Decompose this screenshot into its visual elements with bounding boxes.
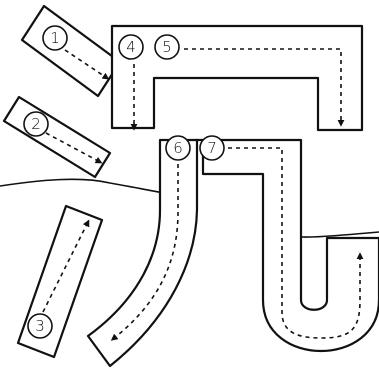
stroke-2-direction-arrow — [45, 132, 103, 164]
stroke-3-direction-arrow — [42, 219, 90, 313]
stroke-7-direction-arrow — [228, 147, 364, 339]
step-7-label: 7 — [207, 139, 217, 157]
step-2-label: 2 — [31, 115, 41, 133]
step-6-marker: 6 — [165, 135, 191, 161]
stroke-7-shape — [194, 138, 379, 353]
step-3-label: 3 — [35, 317, 45, 335]
step-5-label: 5 — [162, 38, 172, 56]
step-2-marker: 2 — [23, 111, 49, 137]
step-7-marker: 7 — [199, 135, 225, 161]
step-3-marker: 3 — [27, 313, 53, 339]
step-4-label: 4 — [126, 38, 136, 56]
step-5-marker: 5 — [154, 34, 180, 60]
stroke-4-5-shape — [110, 24, 364, 132]
stroke-1-direction-arrow — [64, 49, 110, 80]
step-4-marker: 4 — [118, 34, 144, 60]
step-1-marker: 1 — [42, 25, 68, 51]
stroke-2-shape — [2, 95, 112, 179]
stroke-6-direction-arrow — [110, 164, 179, 341]
step-1-label: 1 — [50, 29, 60, 47]
step-6-label: 6 — [173, 139, 183, 157]
stroke-1-shape — [20, 4, 122, 98]
stroke-6-shape — [86, 138, 199, 368]
